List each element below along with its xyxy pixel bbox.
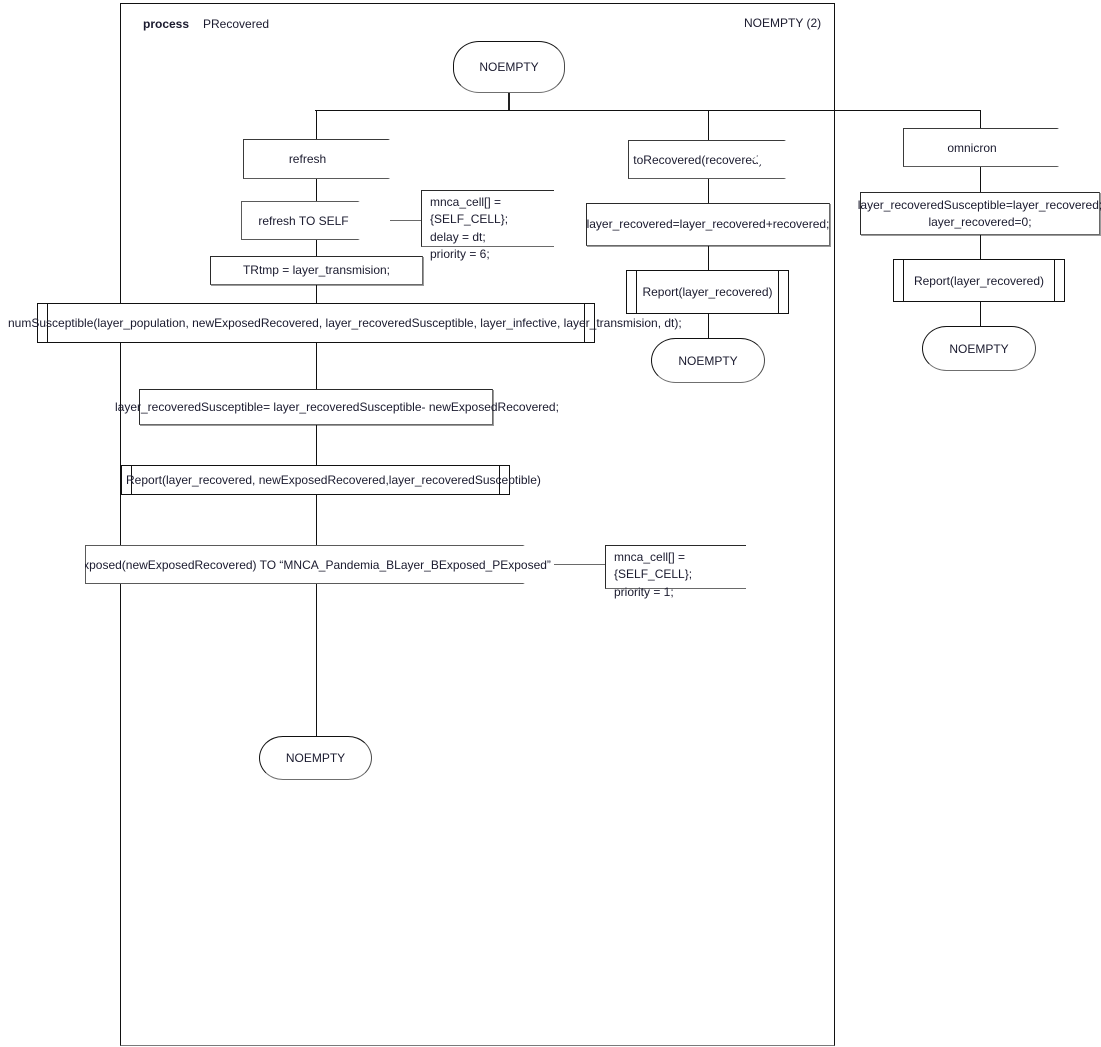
connector-proc2-to-output2 — [316, 495, 317, 545]
procedure-call-report-full[interactable]: Report(layer_recovered, newExposedRecove… — [121, 465, 541, 495]
comment-link-toexposed — [554, 564, 606, 565]
connector-torecovered-to-task — [708, 179, 709, 203]
input-omnicron-label: omnicron — [947, 140, 997, 155]
input-torecovered[interactable]: toRecovered(recovered) — [628, 140, 786, 179]
procedure-call-report-torecovered[interactable]: Report(layer_recovered) — [626, 270, 789, 314]
output-refresh-to-self-label: refresh TO SELF — [258, 213, 349, 228]
task-layer-recoveredsusceptible-label: layer_recoveredSusceptible= layer_recove… — [115, 399, 559, 414]
page-label: NOEMPTY (2) — [744, 16, 822, 30]
connector-task-to-report-omnicron — [980, 235, 981, 259]
connector-refresh-to-output — [316, 179, 317, 201]
branch-drop-omnicron — [980, 110, 981, 128]
connector-output-to-task1 — [316, 240, 317, 256]
connector-report-to-endstate-torecovered — [708, 314, 709, 338]
task-trtmp[interactable]: TRtmp = layer_transmision; — [210, 256, 423, 285]
connector-omnicron-to-task — [980, 167, 981, 192]
connector-task2-to-proc2 — [316, 425, 317, 465]
output-toexposed-label: toExposed(newExposedRecovered) TO “MNCA_… — [65, 557, 551, 572]
end-state-refresh-branch[interactable]: NOEMPTY — [259, 736, 372, 780]
end-state-omnicron-branch-label: NOEMPTY — [949, 341, 1009, 356]
comment-toexposed: mnca_cell[] = {SELF_CELL}; priority = 1; — [605, 545, 746, 599]
task-trtmp-label: TRtmp = layer_transmision; — [242, 263, 391, 278]
connector-task-to-report-torecovered — [708, 246, 709, 270]
branch-drop-refresh — [316, 110, 317, 140]
connector-report-to-endstate-omnicron — [980, 302, 981, 326]
input-torecovered-label: toRecovered(recovered) — [633, 152, 763, 167]
end-state-torecovered-branch-label: NOEMPTY — [678, 353, 738, 368]
task-omnicron-reset-label: layer_recoveredSusceptible=layer_recover… — [857, 198, 1101, 229]
start-state-noempty[interactable]: NOEMPTY — [453, 41, 565, 93]
branch-bus-line — [315, 110, 981, 111]
procedure-call-report-omnicron-label: Report(layer_recovered) — [913, 273, 1045, 288]
process-frame — [120, 3, 835, 1046]
procedure-call-report-omnicron[interactable]: Report(layer_recovered) — [893, 259, 1065, 302]
connector-output2-to-endstate — [316, 584, 317, 736]
start-state-stem — [508, 93, 510, 111]
branch-drop-torecovered — [708, 110, 709, 140]
procedure-call-report-full-label: Report(layer_recovered, newExposedRecove… — [126, 473, 541, 487]
comment-link-refresh — [390, 220, 422, 221]
procedure-call-numsusceptible-label: numSusceptible(layer_population, newExpo… — [8, 316, 682, 330]
connector-proc1-to-task2 — [316, 343, 317, 389]
comment-refresh-to-self: mnca_cell[] = {SELF_CELL}; delay = dt; p… — [421, 190, 554, 261]
output-refresh-to-self[interactable]: refresh TO SELF — [241, 201, 392, 240]
start-state-label: NOEMPTY — [479, 60, 539, 74]
input-refresh-label: refresh — [288, 152, 327, 166]
input-omnicron[interactable]: omnicron — [903, 128, 1059, 167]
end-state-omnicron-branch[interactable]: NOEMPTY — [922, 326, 1036, 371]
output-toexposed[interactable]: toExposed(newExposedRecovered) TO “MNCA_… — [85, 545, 557, 584]
procedure-call-numsusceptible[interactable]: numSusceptible(layer_population, newExpo… — [8, 303, 682, 343]
end-state-torecovered-branch[interactable]: NOEMPTY — [651, 338, 765, 383]
task-layer-recovered-sum-label: layer_recovered=layer_recovered+recovere… — [586, 217, 830, 232]
task-omnicron-reset[interactable]: layer_recoveredSusceptible=layer_recover… — [857, 192, 1101, 235]
task-layer-recovered-sum[interactable]: layer_recovered=layer_recovered+recovere… — [586, 203, 830, 246]
task-layer-recoveredsusceptible[interactable]: layer_recoveredSusceptible= layer_recove… — [115, 389, 559, 425]
frame-keyword-label: process — [143, 17, 190, 31]
process-name-label: PRecovered — [203, 17, 270, 31]
end-state-refresh-branch-label: NOEMPTY — [285, 751, 346, 765]
connector-task1-to-proc1 — [316, 285, 317, 303]
procedure-call-report-torecovered-label: Report(layer_recovered) — [642, 285, 773, 299]
